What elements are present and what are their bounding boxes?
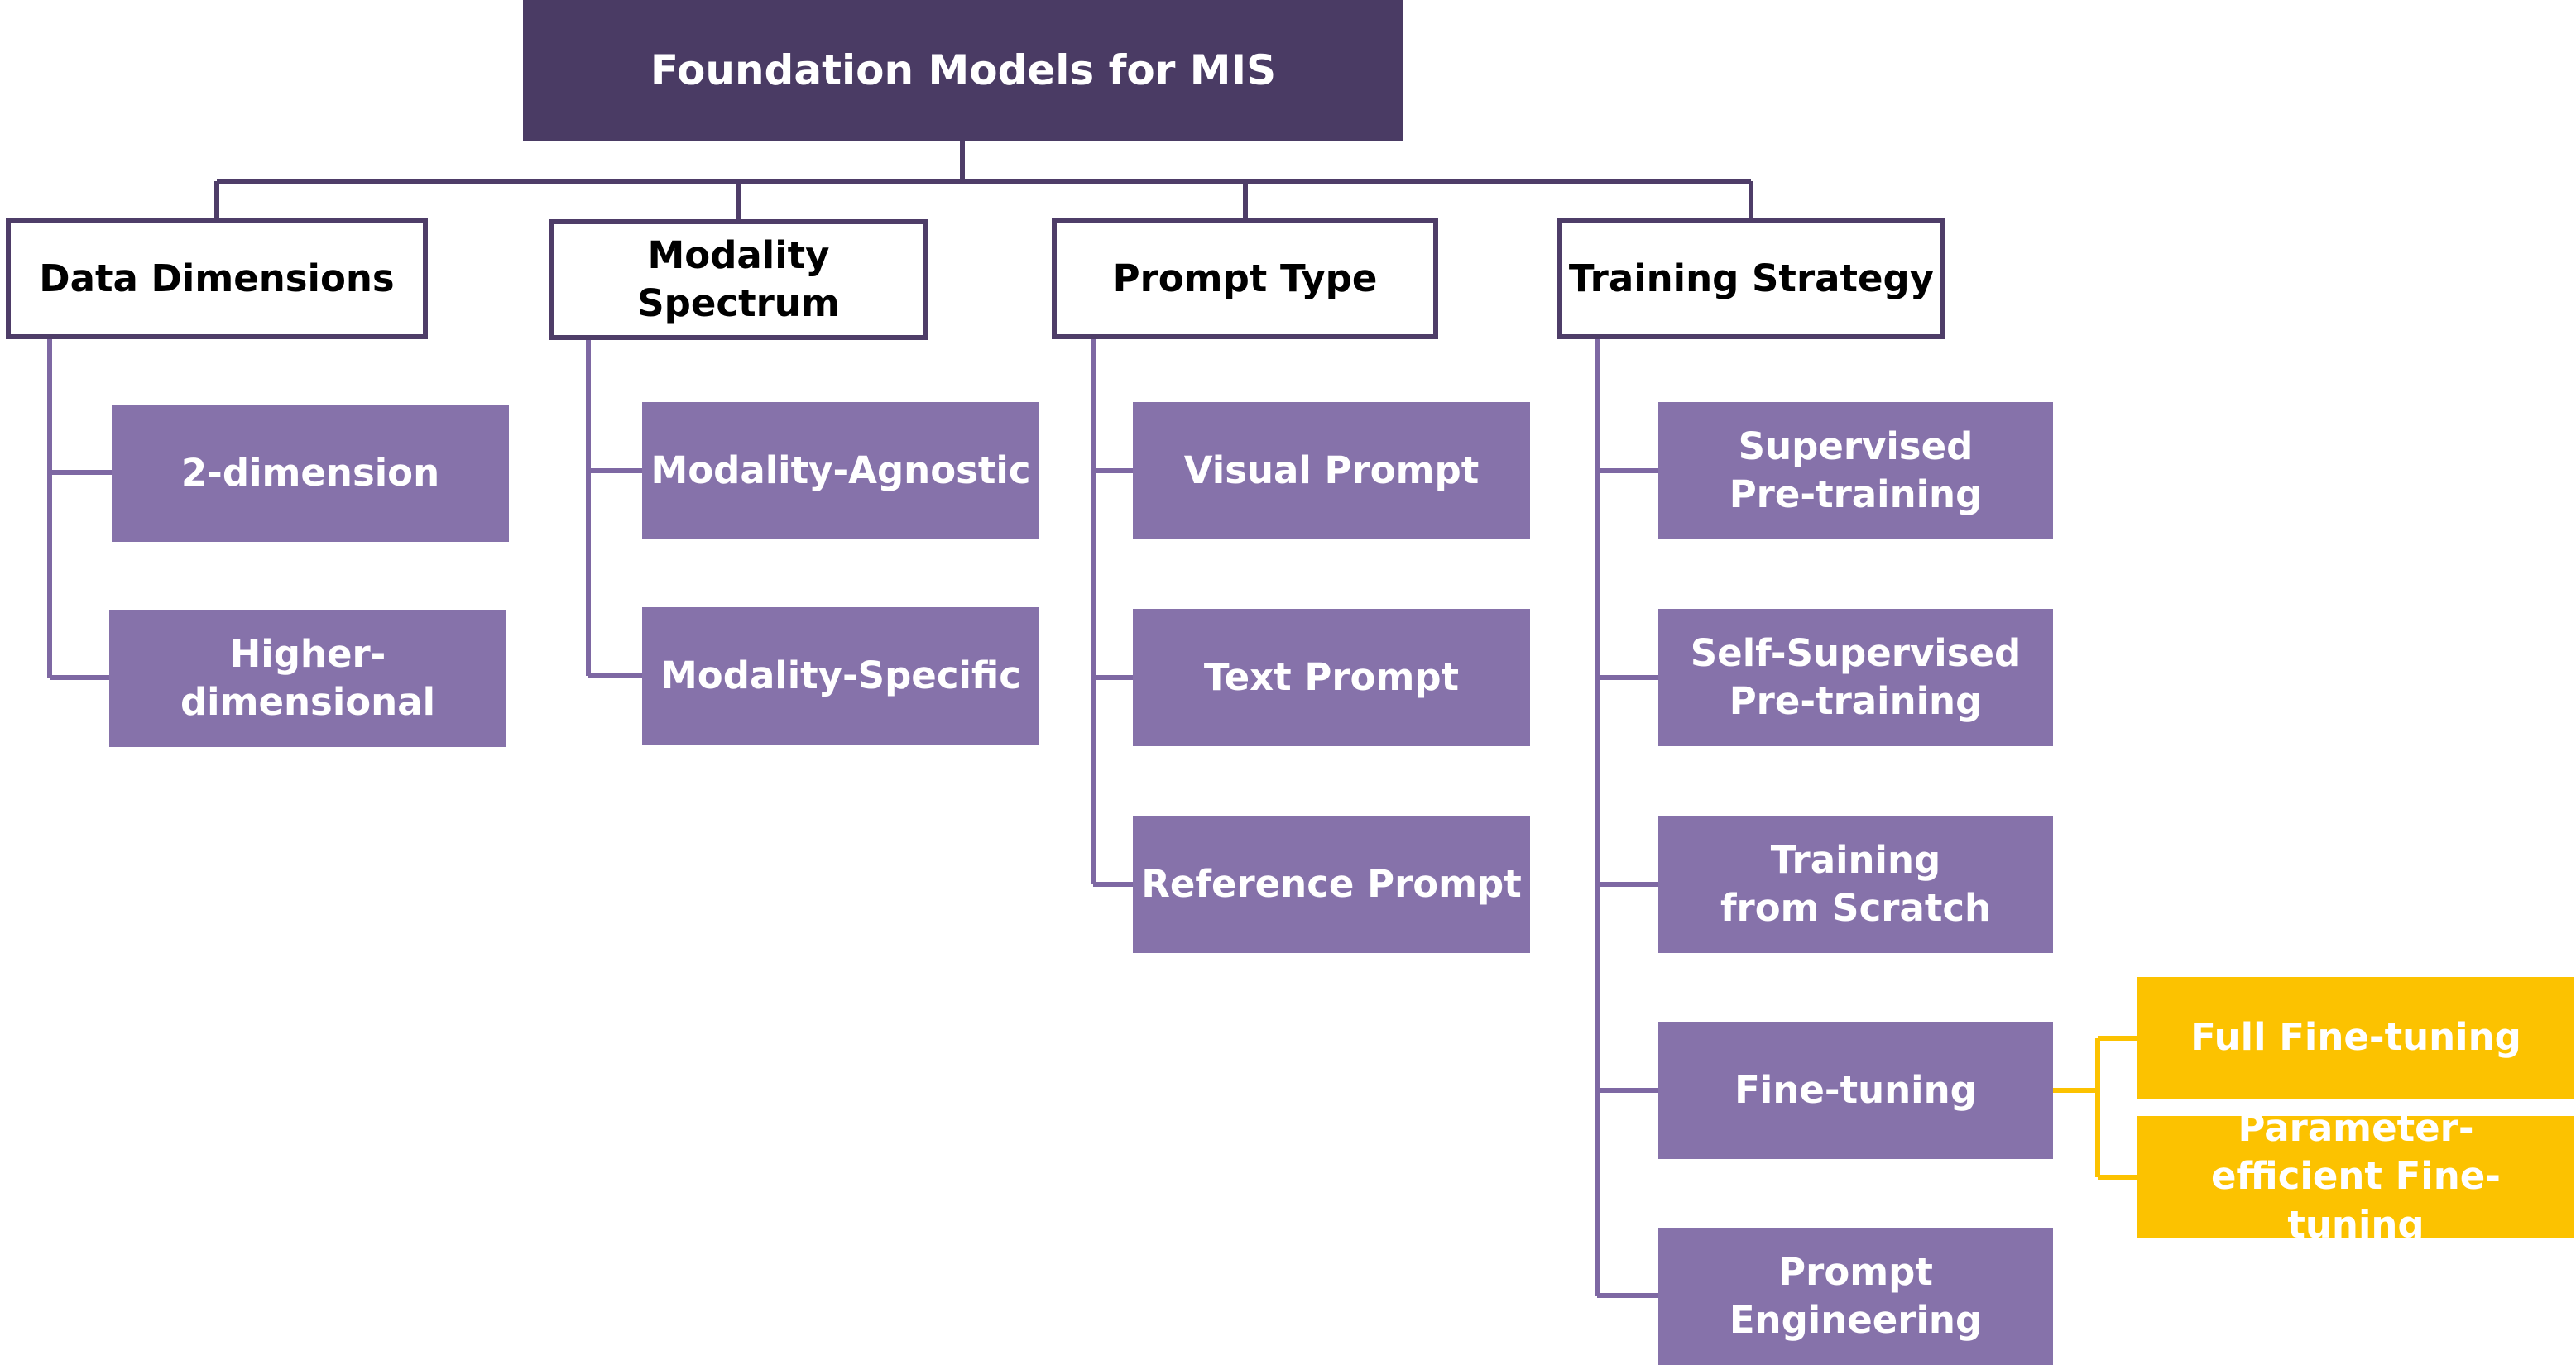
node-label: Reference Prompt: [1141, 861, 1522, 906]
node-label: Supervised Pre-training: [1729, 424, 1983, 517]
training-strategy-branch: [1595, 339, 1658, 1298]
node-modality-agnostic: Modality-Agnostic: [642, 402, 1039, 539]
modality-spectrum-branch: [586, 339, 642, 678]
node-label: Fine-tuning: [1734, 1067, 1977, 1112]
node-label: Modality-Agnostic: [650, 448, 1031, 492]
category-label: Data Dimensions: [39, 256, 395, 300]
category-data-dimensions: Data Dimensions: [6, 218, 428, 339]
node-fine-tuning: Fine-tuning: [1658, 1022, 2053, 1159]
node-prompt-engineering: Prompt Engineering: [1658, 1228, 2053, 1365]
node-modality-specific: Modality-Specific: [642, 607, 1039, 745]
node-label: Prompt Engineering: [1729, 1249, 1983, 1343]
prompt-type-branch: [1091, 339, 1133, 887]
node-label: Self-Supervised Pre-training: [1690, 630, 2022, 724]
node-supervised-pretraining: Supervised Pre-training: [1658, 402, 2053, 539]
node-label: Training from Scratch: [1720, 837, 1992, 931]
category-label: Modality Spectrum: [637, 232, 840, 326]
node-visual-prompt: Visual Prompt: [1133, 402, 1530, 539]
node-label: Full Fine-tuning: [2190, 1015, 2521, 1060]
node-2-dimension: 2-dimension: [112, 405, 509, 542]
node-text-prompt: Text Prompt: [1133, 609, 1530, 746]
node-label: Higher-dimensional: [180, 631, 436, 725]
node-parameter-efficient-fine-tuning: Parameter-efficient Fine-tuning: [2137, 1106, 2574, 1247]
root-node: Foundation Models for MIS: [523, 0, 1403, 141]
data-dimensions-branch: [47, 339, 112, 680]
category-modality-spectrum: Modality Spectrum: [549, 219, 928, 340]
category-label: Training Strategy: [1568, 256, 1935, 300]
node-reference-prompt: Reference Prompt: [1133, 816, 1530, 953]
node-label: Visual Prompt: [1183, 448, 1480, 492]
category-label: Prompt Type: [1112, 256, 1378, 300]
node-label: Text Prompt: [1203, 654, 1460, 699]
category-prompt-type: Prompt Type: [1052, 218, 1438, 339]
node-label: Parameter-efficient Fine-tuning: [2211, 1105, 2501, 1247]
root-connector: [214, 141, 1753, 219]
node-self-supervised-pretraining: Self-Supervised Pre-training: [1658, 609, 2053, 746]
node-full-fine-tuning: Full Fine-tuning: [2137, 977, 2574, 1099]
root-label: Foundation Models for MIS: [650, 46, 1277, 94]
node-training-from-scratch: Training from Scratch: [1658, 816, 2053, 953]
fine-tuning-branch: [2053, 1036, 2137, 1180]
node-higher-dimensional: Higher-dimensional: [109, 610, 506, 747]
node-label: 2-dimension: [180, 450, 440, 495]
node-label: Modality-Specific: [660, 653, 1021, 697]
category-training-strategy: Training Strategy: [1557, 218, 1945, 339]
